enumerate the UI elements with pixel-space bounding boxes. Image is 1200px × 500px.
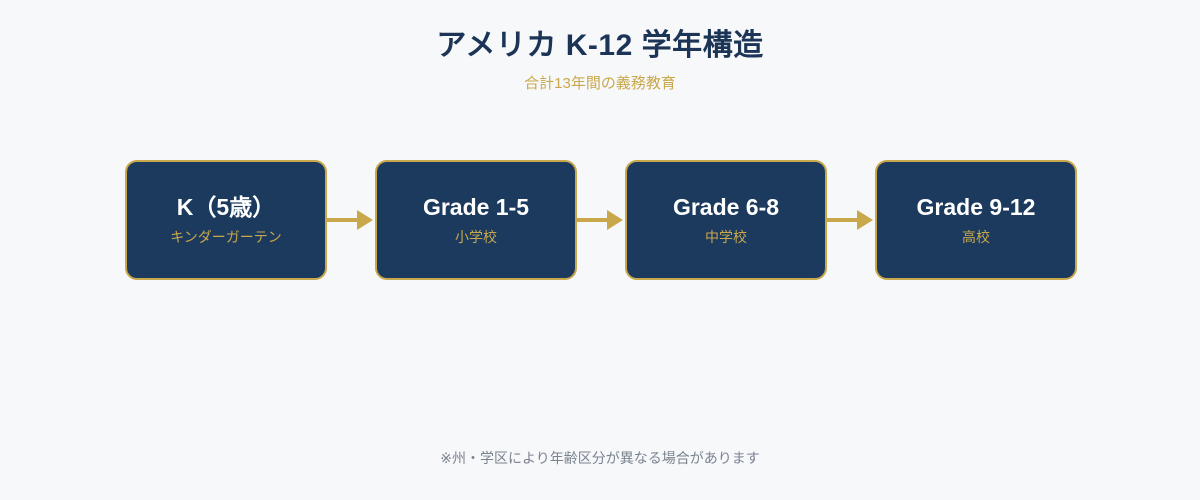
arrow-right-icon bbox=[327, 209, 375, 231]
page-title: アメリカ K-12 学年構造 bbox=[436, 29, 764, 62]
diagram-header: アメリカ K-12 学年構造 合計13年間の義務教育 bbox=[0, 0, 1200, 95]
stage-box-high-school[interactable]: Grade 9-12 高校 bbox=[875, 160, 1077, 280]
stage-title: Grade 1-5 bbox=[422, 194, 530, 220]
stage-title: K（5歳） bbox=[176, 194, 276, 220]
stage-subtitle: キンダーガーテン bbox=[170, 229, 282, 245]
arrow-right-icon bbox=[827, 209, 875, 231]
stage-subtitle: 高校 bbox=[962, 229, 990, 245]
stage-title: Grade 9-12 bbox=[916, 194, 1036, 220]
stage-box-elementary[interactable]: Grade 1-5 小学校 bbox=[375, 160, 577, 280]
arrow-right-icon bbox=[577, 209, 625, 231]
stage-title: Grade 6-8 bbox=[672, 194, 780, 220]
stage-box-kindergarten[interactable]: K（5歳） キンダーガーテン bbox=[125, 160, 327, 280]
diagram-footnote: ※州・学区により年齢区分が異なる場合があります bbox=[440, 450, 760, 466]
stage-subtitle: 中学校 bbox=[705, 229, 747, 245]
stage-subtitle: 小学校 bbox=[455, 229, 497, 245]
grade-flow-diagram: K（5歳） キンダーガーテン Grade 1-5 小学校 Grade 6-8 中… bbox=[125, 160, 1077, 280]
stage-box-middle-school[interactable]: Grade 6-8 中学校 bbox=[625, 160, 827, 280]
page-subtitle: 合計13年間の義務教育 bbox=[524, 75, 676, 92]
